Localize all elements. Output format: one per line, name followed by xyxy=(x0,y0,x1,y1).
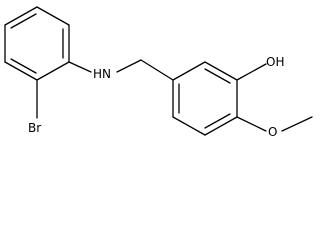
bond xyxy=(204,116,238,136)
structure-diagram: Br HN OH O xyxy=(4,6,313,139)
bond xyxy=(172,116,206,136)
bond xyxy=(4,61,38,81)
double-bond xyxy=(10,58,37,74)
methoxyphenol-ring xyxy=(172,61,238,136)
bond xyxy=(204,61,238,81)
c-n-bond xyxy=(68,61,92,73)
o-ch3-bond xyxy=(281,116,313,132)
bond xyxy=(36,61,70,81)
n-ch2-bond xyxy=(116,59,142,73)
bromine-label: Br xyxy=(28,121,41,135)
amine-label: HN xyxy=(93,67,111,81)
double-bond xyxy=(10,13,37,29)
methoxy-oxygen-label: O xyxy=(268,125,277,139)
bond xyxy=(172,61,206,81)
c-oh-bond xyxy=(236,63,267,81)
ch2-aryl-bond xyxy=(140,59,174,81)
hydroxyl-label: OH xyxy=(266,55,284,69)
bond xyxy=(36,6,70,26)
c-o-bond xyxy=(236,116,267,132)
double-bond xyxy=(204,68,231,84)
bromophenyl-ring xyxy=(4,6,70,81)
double-bond xyxy=(204,113,231,129)
bond xyxy=(4,6,38,26)
